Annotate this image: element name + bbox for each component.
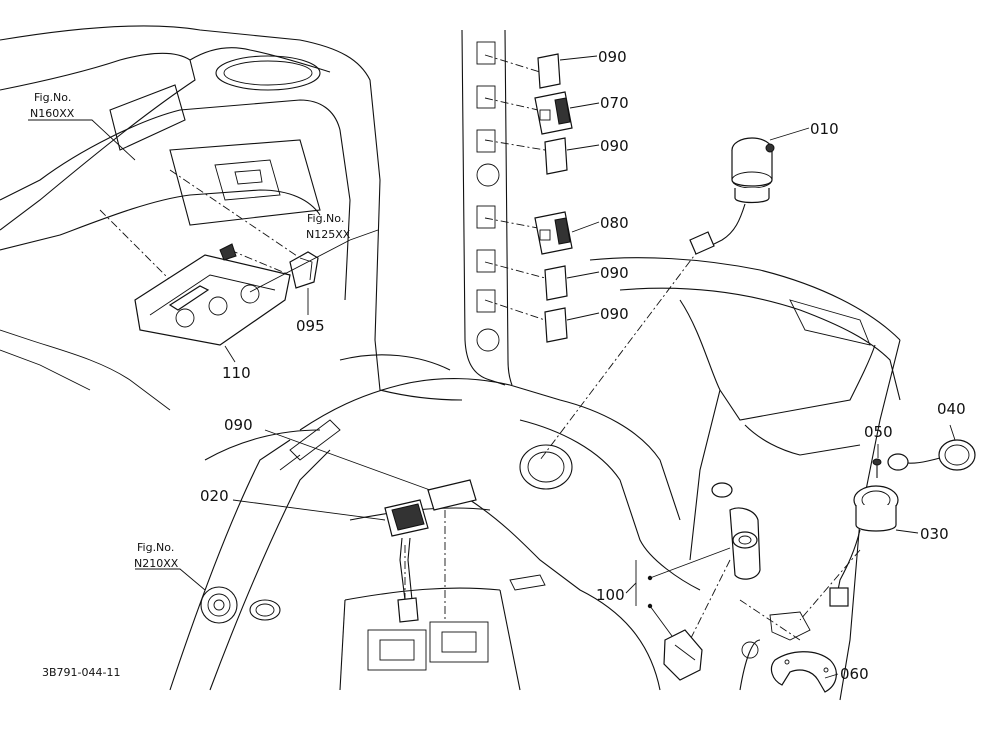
part-label-020: 020 (200, 487, 229, 505)
fig-ref-n125xx-title: Fig.No. (307, 212, 344, 225)
part-080-switch[interactable] (534, 211, 573, 255)
leader-lines (28, 55, 956, 679)
fig-refs: Fig.No. N160XX Fig.No. N125XX Fig.No. N2… (30, 91, 351, 570)
part-090-plate-lower[interactable] (427, 479, 477, 511)
part-095-cover[interactable] (289, 251, 319, 289)
drawing-id: 3B791-044-11 (42, 666, 120, 679)
fig-ref-n210xx-title: Fig.No. (137, 541, 174, 554)
part-label-080: 080 (600, 214, 629, 232)
fig-ref-n210xx-number: N210XX (134, 557, 179, 570)
part-label-090-a: 090 (598, 48, 627, 66)
part-labels: 090 070 090 010 080 090 090 095 110 090 … (200, 48, 966, 683)
part-030-socket[interactable] (829, 485, 899, 607)
part-110-control-panel[interactable] (134, 243, 291, 346)
leader-dots (647, 575, 653, 609)
part-label-090-e: 090 (224, 416, 253, 434)
part-label-090-c: 090 (600, 264, 629, 282)
fig-ref-n160xx-title: Fig.No. (34, 91, 71, 104)
part-020-switch[interactable] (384, 499, 429, 623)
fig-ref-n125xx-number: N125XX (306, 228, 351, 241)
part-070-switch[interactable] (534, 91, 573, 135)
part-label-090-b: 090 (600, 137, 629, 155)
part-label-095: 095 (296, 317, 325, 335)
part-050-screw[interactable] (872, 458, 882, 478)
assembly-lines (99, 54, 861, 641)
part-040-cap[interactable] (887, 439, 976, 471)
fig-ref-n160xx-number: N160XX (30, 107, 75, 120)
part-090-plates[interactable] (537, 53, 568, 343)
part-label-090-d: 090 (600, 305, 629, 323)
part-label-010: 010 (810, 120, 839, 138)
part-label-030: 030 (920, 525, 949, 543)
part-label-040: 040 (937, 400, 966, 418)
part-label-070: 070 (600, 94, 629, 112)
part-label-050: 050 (864, 423, 893, 441)
part-label-060: 060 (840, 665, 869, 683)
cab-body-outline (0, 25, 901, 701)
part-100-lighter[interactable] (663, 482, 761, 681)
part-010-socket[interactable] (689, 137, 775, 255)
part-label-110: 110 (222, 364, 251, 382)
part-label-100: 100 (596, 586, 625, 604)
part-060-bracket[interactable] (769, 611, 837, 693)
